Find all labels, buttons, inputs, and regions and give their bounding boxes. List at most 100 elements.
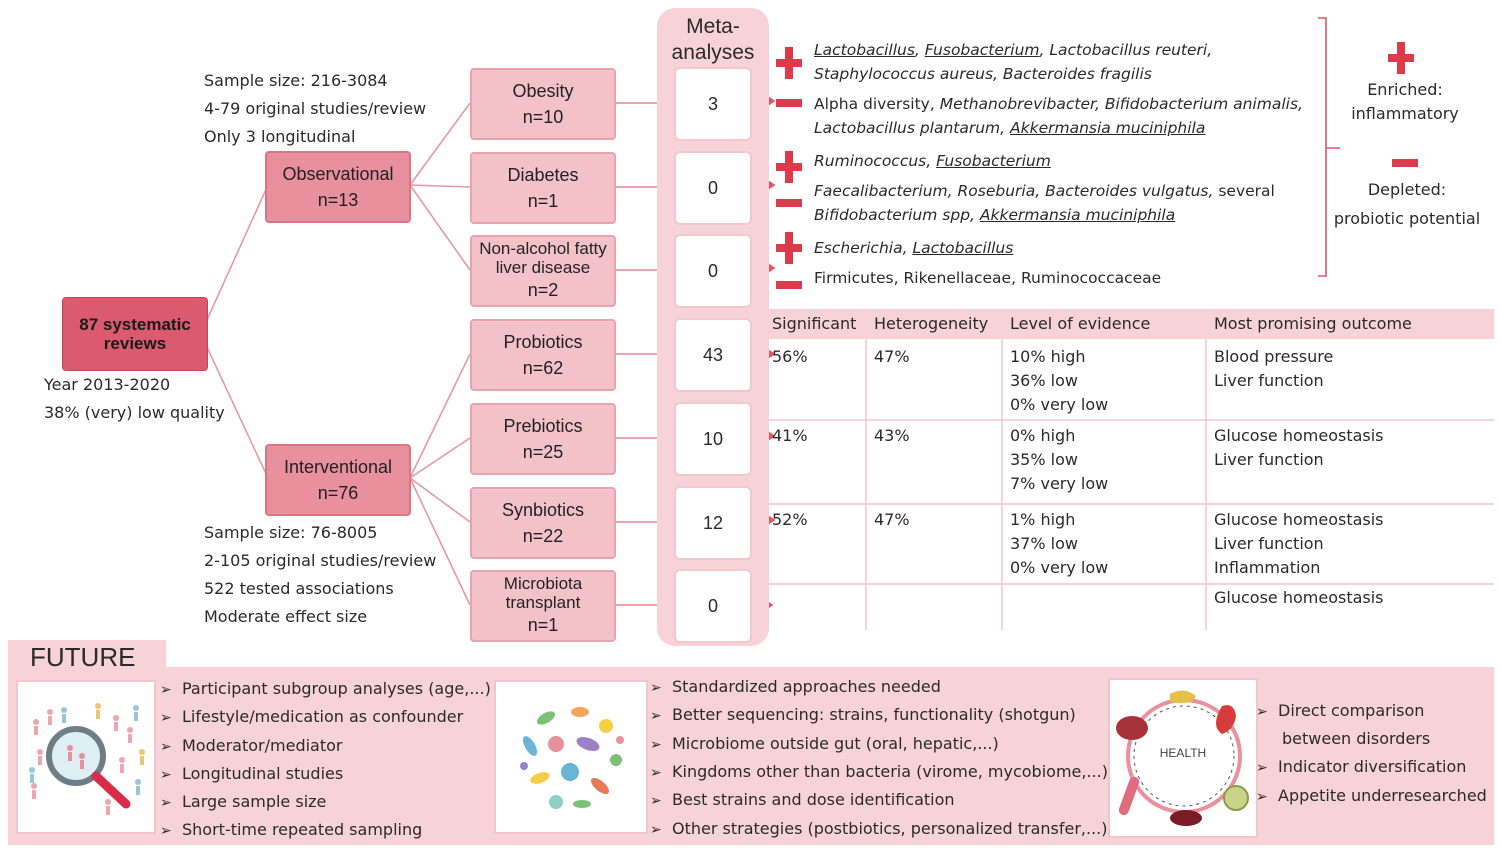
row-transplant-outcome: Glucose homeostasis	[1214, 588, 1384, 607]
int-note-associations: 522 tested associations	[204, 579, 394, 598]
root-note-quality: 38% (very) low quality	[44, 403, 225, 422]
legend-enriched-title: Enriched:	[1367, 80, 1443, 99]
future-item-text: Moderator/mediator	[182, 736, 343, 755]
future-item-text: Kingdoms other than bacteria (virome, my…	[672, 762, 1108, 781]
meta-count-transplant: 0	[674, 569, 752, 643]
legend-depleted-title: Depleted:	[1367, 180, 1447, 199]
future-col2-item: ➢Standardized approaches needed	[650, 677, 941, 696]
future-item-text: Indicator diversification	[1278, 757, 1467, 776]
obs-note-studies: 4-79 original studies/review	[204, 99, 427, 118]
int-note-effect: Moderate effect size	[204, 607, 368, 626]
leaf-count: n=2	[527, 280, 559, 300]
diabetes-enriched-line: Ruminococcus, Fusobacterium	[814, 149, 1051, 173]
leaf-count: n=22	[522, 526, 564, 546]
future-item-text: Longitudinal studies	[182, 764, 344, 783]
microbe-name: Lactobacillus	[814, 41, 915, 59]
root-systematic-reviews: 87 systematic reviews	[62, 297, 208, 371]
health-organs-icon	[1116, 690, 1249, 826]
future-item-text: Appetite underresearched	[1278, 786, 1487, 805]
future-item-text: Better sequencing: strains, functionalit…	[672, 705, 1076, 724]
nafld-enriched-line: Escherichia, Lactobacillus	[814, 236, 1013, 260]
table-header-evidence: Level of evidence	[1010, 314, 1151, 333]
future-item-text: Standardized approaches needed	[672, 677, 941, 696]
minus-icon	[776, 281, 802, 289]
meta-count-diabetes: 0	[674, 151, 752, 225]
leaf-label: Diabetes	[507, 165, 579, 185]
plus-icon	[776, 232, 802, 264]
leaf-microbiota-transplant: Microbiota transplant n=1	[470, 570, 616, 642]
future-col3-item: ➢Indicator diversification	[1256, 757, 1467, 776]
bacteria-icon	[515, 701, 627, 813]
leaf-count: n=1	[527, 615, 559, 635]
future-col2-item: ➢Other strategies (postbiotics, personal…	[650, 819, 1108, 838]
meta-count-synbiotics: 12	[674, 486, 752, 560]
minus-icon	[776, 199, 802, 207]
nafld-depleted-line: Firmicutes, Rikenellaceae, Ruminococcace…	[814, 269, 1162, 287]
leaf-label: Probiotics	[503, 332, 583, 352]
future-col2-item: ➢Microbiome outside gut (oral, hepatic,.…	[650, 734, 999, 753]
future-col3-item: ➢Direct comparison	[1256, 701, 1425, 720]
microbe-name: , Lactobacillus reuteri,	[1039, 41, 1213, 59]
future-item-text: Large sample size	[182, 792, 327, 811]
microbe-name: Methanobrevibacter, Bifidobacterium anim…	[939, 95, 1303, 113]
row-synbiotics-heterogeneity: 47%	[874, 510, 910, 529]
microbe-name: Akkermansia muciniphila	[979, 206, 1176, 224]
separator: ,	[914, 41, 925, 59]
obesity-enriched-line2: Staphylococcus aureus, Bacteroides fragi…	[814, 65, 1152, 83]
future-item-text: Best strains and dose identification	[672, 790, 955, 809]
future-col1-item: ➢Participant subgroup analyses (age,...)	[160, 679, 491, 698]
future-item-text: Participant subgroup analyses (age,...)	[182, 679, 491, 698]
obesity-enriched-line1: Lactobacillus, Fusobacterium, Lactobacil…	[814, 38, 1212, 62]
obs-note-sample: Sample size: 216-3084	[204, 71, 388, 90]
meta-count-obesity: 3	[674, 67, 752, 141]
obesity-depleted-line2: Lactobacillus plantarum, Akkermansia muc…	[814, 116, 1205, 140]
leaf-label: Non-alcohol fatty liver disease	[479, 239, 607, 277]
legend-minus-icon	[1392, 159, 1418, 167]
meta-count-probiotics: 43	[674, 318, 752, 392]
interventional-label: Interventional	[283, 457, 393, 477]
microbe-name: Faecalibacterium, Roseburia, Bacteroides…	[814, 182, 1214, 200]
row-probiotics-heterogeneity: 47%	[874, 347, 910, 366]
leaf-label: Prebiotics	[503, 416, 583, 436]
microbe-name: Escherichia,	[814, 239, 913, 257]
row-prebiotics-significant: 41%	[772, 426, 808, 445]
future-col1-item: ➢Lifestyle/medication as confounder	[160, 707, 464, 726]
int-note-studies: 2-105 original studies/review	[204, 551, 437, 570]
minus-icon	[776, 99, 802, 107]
future-item-text: Microbiome outside gut (oral, hepatic,..…	[672, 734, 999, 753]
leaf-probiotics: Probiotics n=62	[470, 319, 616, 391]
leaf-count: n=25	[522, 442, 564, 462]
int-note-sample: Sample size: 76-8005	[204, 523, 378, 542]
obs-note-longitudinal: Only 3 longitudinal	[204, 127, 356, 146]
diabetes-depleted-line2: Bifidobacterium spp, Akkermansia mucinip…	[814, 203, 1175, 227]
future-item-text: Lifestyle/medication as confounder	[182, 707, 464, 726]
meta-count-prebiotics: 10	[674, 402, 752, 476]
microbes-illustration	[494, 680, 648, 834]
leaf-synbiotics: Synbiotics n=22	[470, 487, 616, 559]
plus-icon	[776, 151, 802, 183]
observational-label: Observational	[282, 164, 394, 184]
row-prebiotics-heterogeneity: 43%	[874, 426, 910, 445]
leaf-label: Obesity	[512, 81, 574, 101]
legend-plus-icon	[1388, 42, 1414, 74]
future-col1-item: ➢Moderator/mediator	[160, 736, 343, 755]
future-col2-item: ➢Better sequencing: strains, functionali…	[650, 705, 1076, 724]
plus-icon	[776, 47, 802, 79]
legend-depleted-desc: probiotic potential	[1333, 209, 1481, 228]
interventional-node: Interventional n=76	[265, 444, 411, 516]
leaf-nafld: Non-alcohol fatty liver disease n=2	[470, 235, 616, 307]
future-item-text: Other strategies (postbiotics, personali…	[672, 819, 1108, 838]
table-header-bar	[769, 309, 1494, 339]
leaf-count: n=62	[522, 358, 564, 378]
future-col3-item: ➢Appetite underresearched	[1256, 786, 1487, 805]
health-cycle-illustration: HEALTH	[1108, 678, 1258, 838]
meta-analyses-header: Meta-analyses	[671, 15, 755, 64]
table-header-heterogeneity: Heterogeneity	[874, 314, 989, 333]
magnifier-icon	[29, 703, 145, 815]
leaf-count: n=10	[522, 107, 564, 127]
observational-count: n=13	[317, 190, 359, 210]
leaf-count: n=1	[527, 191, 559, 211]
microbe-name: Bifidobacterium spp,	[814, 206, 980, 224]
microbe-name: Fusobacterium	[924, 41, 1040, 59]
